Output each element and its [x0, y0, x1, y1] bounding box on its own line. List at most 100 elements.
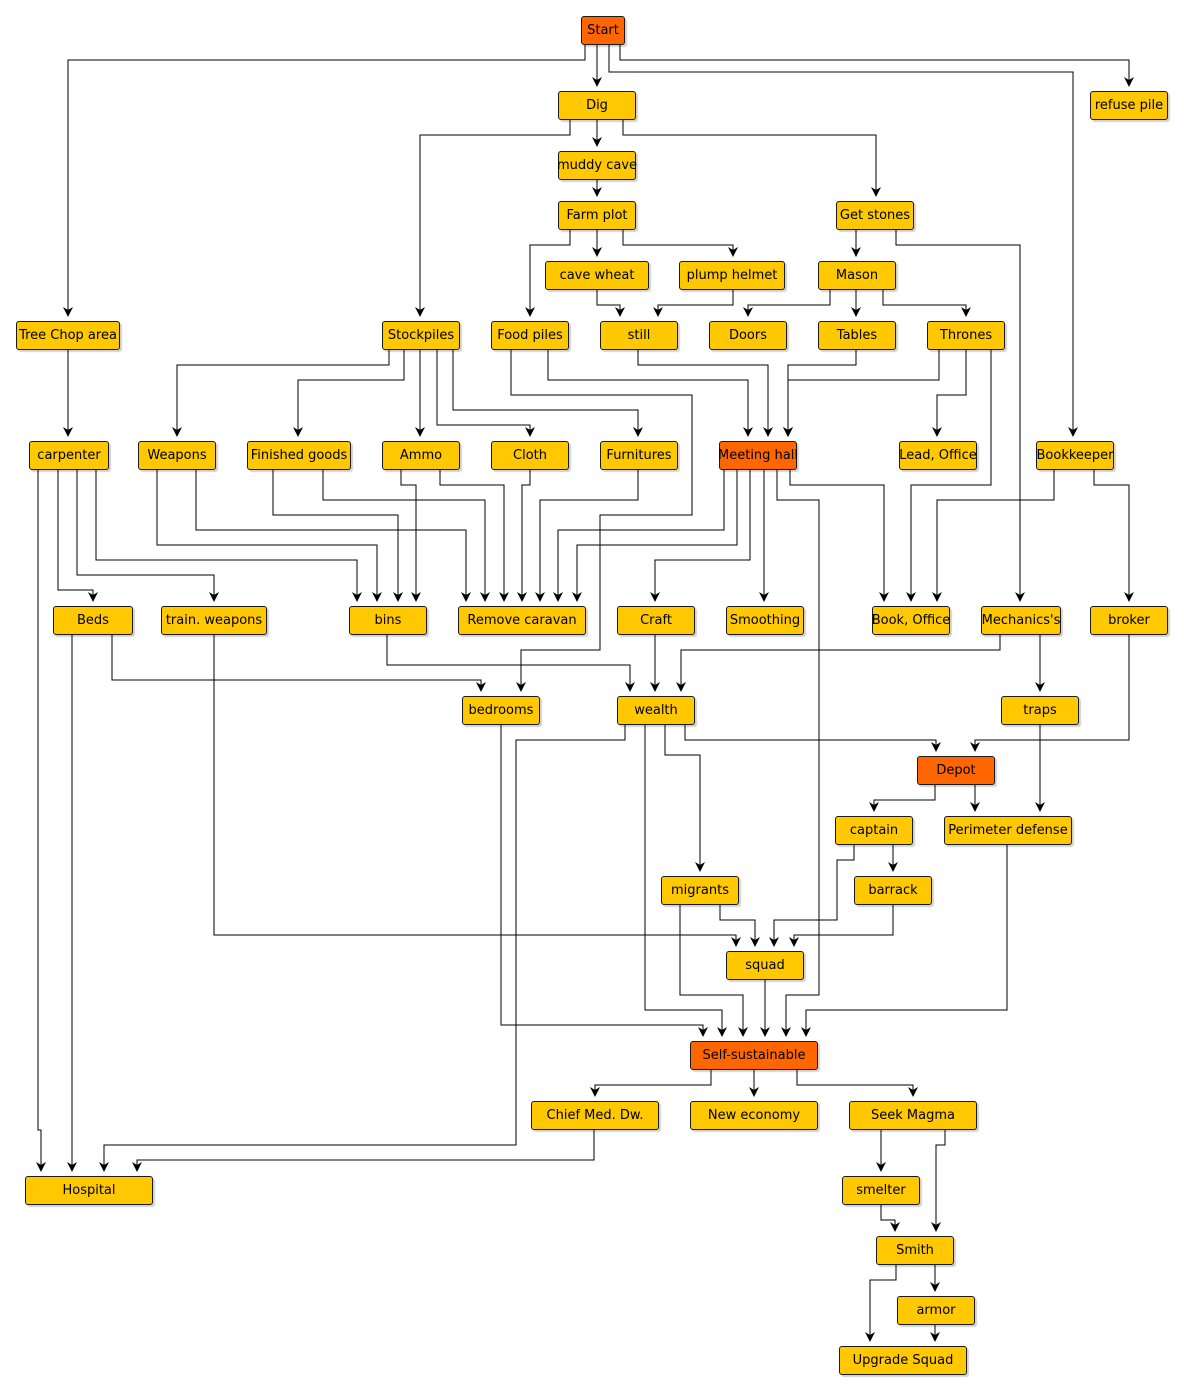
edge-arrow: [622, 120, 881, 197]
node-label: Tables: [836, 328, 878, 343]
edge-arrow: [932, 470, 1055, 602]
edge-arrow: [596, 290, 625, 317]
node-label: traps: [1023, 703, 1057, 718]
node-doors[interactable]: Doors: [709, 321, 787, 350]
node-book-office[interactable]: Book, Office: [872, 606, 950, 635]
node-carpenter[interactable]: carpenter: [29, 441, 109, 470]
node-captain[interactable]: captain: [835, 816, 913, 845]
node-bookkeeper[interactable]: Bookkeeper: [1036, 441, 1114, 470]
edge-arrow: [322, 470, 490, 602]
node-lead-office[interactable]: Lead, Office: [899, 441, 977, 470]
edge-arrow: [679, 905, 748, 1037]
node-seek-magma[interactable]: Seek Magma: [849, 1101, 977, 1130]
node-smelter[interactable]: smelter: [842, 1176, 920, 1205]
node-start[interactable]: Start: [581, 16, 625, 45]
node-bins[interactable]: bins: [349, 606, 427, 635]
node-mason[interactable]: Mason: [818, 261, 896, 290]
edge-arrow: [400, 470, 421, 602]
edge-arrow: [510, 350, 693, 692]
node-label: Ammo: [399, 448, 443, 463]
node-traps[interactable]: traps: [1001, 696, 1079, 725]
node-smith[interactable]: Smith: [876, 1236, 954, 1265]
edge-arrow: [653, 290, 734, 317]
node-label: refuse pile: [1094, 98, 1164, 113]
node-food-piles[interactable]: Food piles: [491, 321, 569, 350]
node-chief-med[interactable]: Chief Med. Dw.: [531, 1101, 659, 1130]
edge-arrow: [535, 470, 639, 602]
node-label: bins: [374, 613, 402, 628]
edge-arrow: [932, 350, 967, 437]
node-beds[interactable]: Beds: [53, 606, 133, 635]
node-craft[interactable]: Craft: [617, 606, 695, 635]
node-get-stones[interactable]: Get stones: [836, 201, 914, 230]
node-thrones[interactable]: Thrones: [927, 321, 1005, 350]
node-still[interactable]: still: [600, 321, 678, 350]
node-barrack[interactable]: barrack: [854, 876, 932, 905]
node-label: Remove caravan: [467, 613, 577, 628]
node-weapons[interactable]: Weapons: [138, 441, 216, 470]
node-dig[interactable]: Dig: [558, 91, 636, 120]
node-hospital[interactable]: Hospital: [25, 1176, 153, 1205]
node-label: Smoothing: [729, 613, 801, 628]
node-label: Beds: [77, 613, 109, 628]
node-wealth[interactable]: wealth: [617, 696, 695, 725]
node-broker[interactable]: broker: [1090, 606, 1168, 635]
edge-arrow: [906, 350, 992, 602]
node-label: Doors: [728, 328, 768, 343]
node-remove-caravan[interactable]: Remove caravan: [458, 606, 586, 635]
node-label: Hospital: [62, 1183, 116, 1198]
node-finished-goods[interactable]: Finished goods: [247, 441, 351, 470]
node-upgrade-squad[interactable]: Upgrade Squad: [839, 1346, 967, 1375]
node-bedrooms[interactable]: bedrooms: [462, 696, 540, 725]
node-label: Self-sustainable: [702, 1048, 806, 1063]
node-label: Craft: [640, 613, 672, 628]
node-muddy-cave[interactable]: muddy cave: [557, 151, 637, 180]
node-label: Tree Chop area: [19, 328, 117, 343]
edge-arrow: [57, 470, 98, 602]
node-squad[interactable]: squad: [726, 951, 804, 980]
edge-arrow: [644, 725, 727, 1037]
edge-arrow: [293, 350, 405, 437]
node-refuse-pile[interactable]: refuse pile: [1090, 91, 1168, 120]
node-cloth[interactable]: Cloth: [491, 441, 569, 470]
edge-arrow: [619, 45, 1134, 87]
node-armor[interactable]: armor: [897, 1296, 975, 1325]
node-perimeter-defense[interactable]: Perimeter defense: [944, 816, 1072, 845]
node-label: cave wheat: [559, 268, 635, 283]
edge-arrow: [452, 350, 643, 437]
node-ammo[interactable]: Ammo: [382, 441, 460, 470]
node-label: smelter: [856, 1183, 906, 1198]
node-plump-helmet[interactable]: plump helmet: [679, 261, 785, 290]
node-tables[interactable]: Tables: [818, 321, 896, 350]
node-cave-wheat[interactable]: cave wheat: [545, 261, 649, 290]
node-new-economy[interactable]: New economy: [690, 1101, 818, 1130]
node-smoothing[interactable]: Smoothing: [726, 606, 804, 635]
node-train-weapons[interactable]: train. weapons: [161, 606, 267, 635]
edge-arrow: [436, 350, 535, 437]
node-mechanics[interactable]: Mechanics's: [981, 606, 1061, 635]
edge-arrow: [1093, 470, 1134, 602]
node-furnitures[interactable]: Furnitures: [600, 441, 678, 470]
edge-arrow: [272, 470, 403, 602]
edge-arrow: [880, 1205, 900, 1232]
edge-arrow: [111, 635, 486, 692]
node-label: Book, Office: [871, 613, 951, 628]
node-self-sustainable[interactable]: Self-sustainable: [690, 1041, 818, 1070]
edge-arrow: [783, 350, 857, 437]
edge-arrow: [664, 725, 705, 872]
node-stockpiles[interactable]: Stockpiles: [382, 321, 460, 350]
node-depot[interactable]: Depot: [917, 756, 995, 785]
node-label: plump helmet: [686, 268, 778, 283]
node-label: Mechanics's: [981, 613, 1061, 628]
node-migrants[interactable]: migrants: [661, 876, 739, 905]
edge-arrow: [590, 1070, 712, 1097]
node-label: captain: [849, 823, 899, 838]
node-meeting-hall[interactable]: Meeting hall: [718, 441, 798, 470]
edge-arrow: [36, 470, 46, 1172]
edge-arrow: [172, 350, 390, 437]
node-farm-plot[interactable]: Farm plot: [558, 201, 636, 230]
node-label: Lead, Office: [899, 448, 977, 463]
node-tree-chop[interactable]: Tree Chop area: [16, 321, 120, 350]
node-label: Start: [587, 23, 619, 38]
edge-arrow: [439, 470, 509, 602]
